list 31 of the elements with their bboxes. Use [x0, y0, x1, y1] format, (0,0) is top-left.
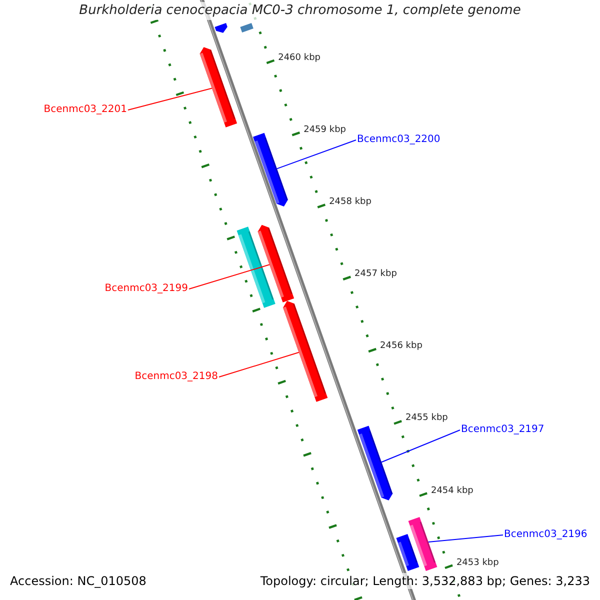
gene-bar: [283, 300, 328, 402]
gene-bar: [240, 23, 254, 32]
gene-bar: [252, 132, 288, 206]
leader-line: [381, 430, 460, 463]
accession-text: Accession: NC_010508: [8, 573, 148, 590]
scale-label: 2456 kbp: [380, 341, 422, 352]
gene-label: Bcenmc03_2197: [461, 424, 544, 436]
scale-label: 2454 kbp: [430, 486, 474, 496]
genome-summary-text: Topology: circular; Length: 3,532,883 bp; Genes: 3,233: [258, 573, 592, 590]
gene-label: Bcenmc03_2198: [134, 371, 218, 383]
scale-label: 2453 kbp: [456, 558, 499, 568]
gene-bar: [408, 517, 438, 571]
gene-bar: [214, 23, 228, 33]
leader-line: [428, 534, 504, 543]
gene-bar: [200, 47, 238, 128]
gene-bar: [396, 534, 420, 571]
scale-label: 2455 kbp: [405, 413, 448, 424]
gene-label: Bcenmc03_2196: [504, 529, 588, 541]
scale-label: 2459 kbp: [304, 124, 346, 136]
leader-line: [188, 264, 270, 290]
scale-label: 2457 kbp: [354, 269, 397, 280]
gene-label: Bcenmc03_2199: [104, 283, 188, 295]
gene-bar: [258, 224, 294, 302]
gene-label: Bcenmc03_2201: [44, 104, 127, 116]
leader-line: [128, 88, 212, 110]
scale-label: 2460 kbp: [278, 52, 321, 64]
leader-line: [218, 352, 300, 378]
leader-line: [276, 140, 356, 170]
gene-label: Bcenmc03_2200: [357, 134, 440, 146]
scale-label: 2458 kbp: [329, 197, 372, 208]
gene-bar: [357, 426, 393, 500]
